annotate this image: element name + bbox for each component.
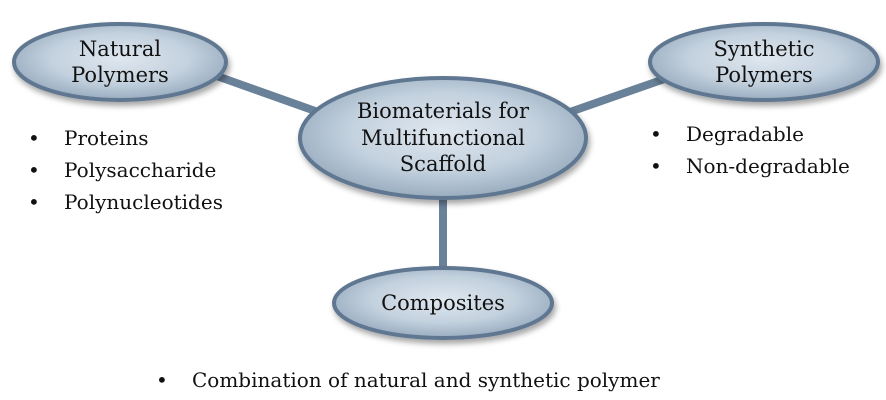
natural-line-2: Polymers [71,63,169,87]
node-synthetic-polymers [648,22,880,102]
node-center-biomaterials [298,76,588,200]
natural-node-label: Natural Polymers [14,24,226,100]
center-line-1: Biomaterials for [357,98,529,123]
list-item: Non-degradable [644,150,850,182]
node-natural-polymers [12,22,228,102]
center-node-label: Biomaterials for Multifunctional Scaffol… [300,88,586,188]
synthetic-line-1: Synthetic [713,36,815,61]
synthetic-line-2: Polymers [715,63,813,87]
list-item: Combination of natural and synthetic pol… [150,364,660,396]
list-item: Degradable [644,118,850,150]
composites-list: Combination of natural and synthetic pol… [150,364,660,396]
center-line-3: Scaffold [399,152,487,177]
composites-line-1: Composites [381,290,505,315]
list-item: Proteins [22,122,223,154]
synthetic-polymers-list: Degradable Non-degradable [644,118,850,182]
synthetic-node-label: Synthetic Polymers [650,24,878,100]
composites-node-label: Composites [334,268,552,338]
natural-line-1: Natural [78,36,162,61]
list-item: Polynucleotides [22,186,223,218]
list-item: Polysaccharide [22,154,223,186]
natural-polymers-list: Proteins Polysaccharide Polynucleotides [22,122,223,218]
center-line-2: Multifunctional [360,125,526,150]
node-composites [332,266,554,340]
